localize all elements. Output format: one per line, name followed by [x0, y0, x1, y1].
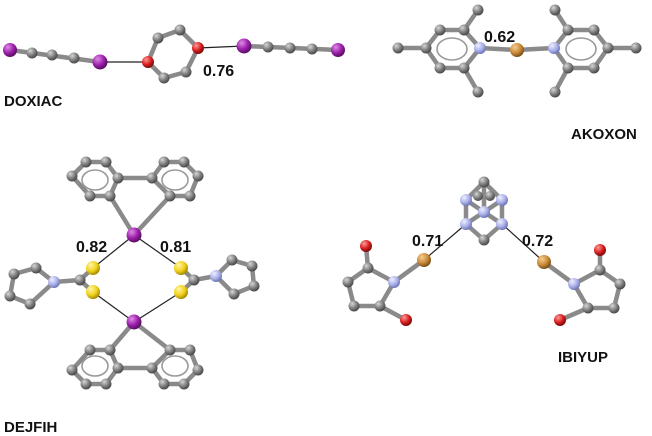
ibiyup-label: IBIYUP — [558, 349, 608, 366]
doxiac-distance-label: 0.76 — [203, 63, 234, 80]
ibiyup-structure — [342, 176, 626, 326]
doxiac-label: DOXIAC — [4, 93, 63, 110]
dejfih-right-distance-label: 0.81 — [160, 239, 191, 256]
dejfih-structure — [4, 156, 260, 390]
ibiyup-right-distance-label: 0.72 — [522, 233, 553, 250]
doxiac-structure — [3, 24, 345, 84]
akoxon-structure — [392, 4, 642, 98]
dejfih-left-distance-label: 0.82 — [76, 239, 107, 256]
ibiyup-left-distance-label: 0.71 — [412, 233, 443, 250]
dejfih-label: DEJFIH — [4, 419, 57, 436]
akoxon-distance-label: 0.62 — [484, 29, 515, 46]
akoxon-label: AKOXON — [571, 126, 637, 143]
